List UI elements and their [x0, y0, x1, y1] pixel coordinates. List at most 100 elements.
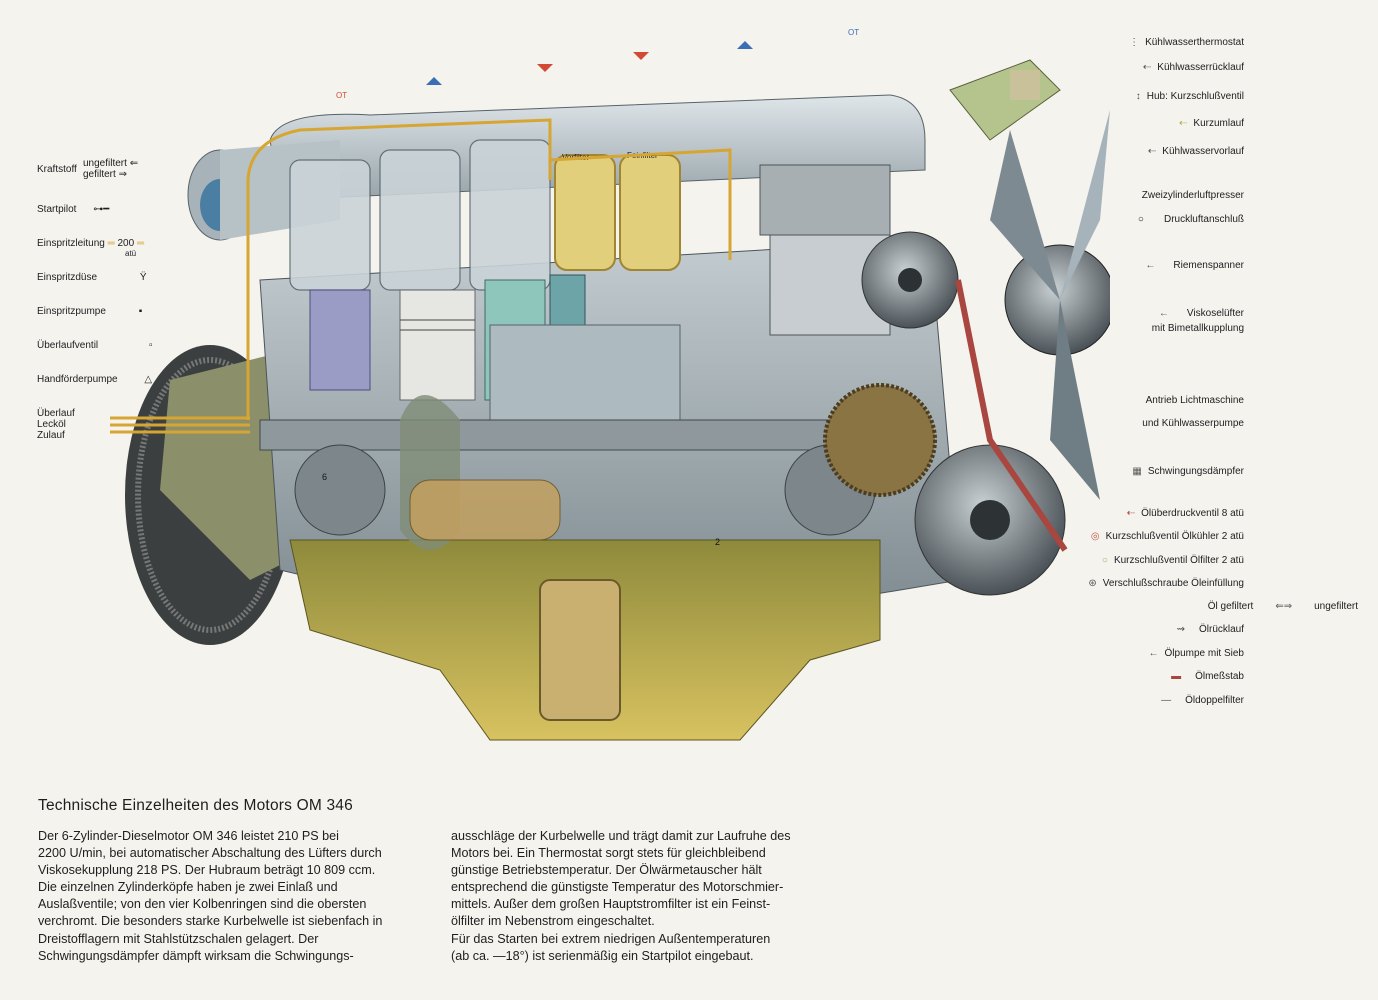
legend-right-item: ▦ Schwingungsdämpfer — [1132, 466, 1244, 477]
thermostat-icon: ⋮ — [1129, 37, 1140, 48]
article-line: entsprechend die günstigste Temperatur d… — [451, 880, 784, 895]
valve-icon: ▫ — [148, 340, 153, 351]
legend-right-label: Ölüberdruckventil 8 atü — [1141, 508, 1244, 519]
arrow-icon: ← — [1158, 308, 1169, 319]
legend-right-label: Kurzschlußventil Ölkühler 2 atü — [1105, 531, 1244, 542]
article-line: Dreistofflagern mit Stahlstützschalen ge… — [38, 931, 319, 946]
fuel-lines — [110, 118, 732, 434]
legend-right-item: ⇠ Kühlwasservorlauf — [1148, 146, 1244, 157]
legend-zulauf: Zulauf — [37, 430, 65, 441]
arrow-icon: ⇠ — [1126, 508, 1136, 519]
legend-right: ⋮ Kühlwasserthermostat ⇠ Kühlwasserrücklau… — [1088, 0, 1378, 720]
filter-icon: — — [1161, 695, 1172, 706]
legend-einspritzpumpe: Einspritzpumpe ▪ — [37, 306, 142, 317]
legend-ungefiltert: ungefiltert ⇐ — [83, 158, 139, 169]
arrow-icon: ⇠ — [1147, 146, 1157, 157]
tdc-label-left: OT — [336, 91, 348, 100]
legend-right-label: ungefiltert — [1314, 601, 1358, 612]
hand-pump-icon: △ — [144, 374, 153, 385]
legend-right-item: mit Bimetallkupplung — [1152, 323, 1244, 334]
legend-right-label: Kühlwasserthermostat — [1145, 37, 1244, 48]
coolant-thermostat — [949, 59, 1061, 141]
legend-right-item: Öl gefiltert⇐⇒ungefiltert — [1208, 601, 1358, 612]
circle-icon: ○ — [1137, 214, 1144, 225]
legend-right-item: ⇠ Ölüberdruckventil 8 atü — [1127, 508, 1244, 519]
legend-right-item: Antrieb Lichtmaschine — [1146, 395, 1244, 406]
startpilot-icon: ⊶━ — [93, 204, 110, 215]
arrow-icon: ← — [1148, 648, 1159, 659]
fuel-filters: Vorfilter Feinfilter — [554, 151, 681, 271]
arrow-icon: ⇠ — [1142, 62, 1152, 73]
legend-right-label: mit Bimetallkupplung — [1151, 323, 1244, 334]
timing-gear — [823, 383, 937, 497]
legend-right-label: Druckluftanschluß — [1163, 214, 1244, 225]
dipstick-icon: ▬ — [1171, 671, 1182, 682]
legend-right-label: Kühlwasserrücklauf — [1157, 62, 1244, 73]
legend-right-label: Öldoppelfilter — [1185, 695, 1244, 706]
legend-right-item: Zweizylinderluftpresser — [1142, 190, 1244, 201]
legend-right-item: ▬Ölmeßstab — [1171, 671, 1244, 682]
legend-right-label: Kühlwasservorlauf — [1162, 146, 1244, 157]
article-line: (ab ca. —18°) ist serienmäßig ein Startp… — [451, 948, 754, 963]
legend-right-label: Schwingungsdämpfer — [1147, 466, 1244, 477]
valve-timing-marker — [537, 64, 553, 72]
legend-right-item: ○ Druckluftanschluß — [1138, 214, 1244, 225]
legend-kraftstoff-label: Kraftstoff — [37, 164, 77, 175]
damper-icon: ▦ — [1132, 466, 1142, 477]
legend-right-label: Ölrücklauf — [1198, 624, 1244, 635]
legend-right-label: Zweizylinderluftpresser — [1141, 190, 1244, 201]
viscous-fan — [990, 110, 1110, 500]
air-compressor — [759, 164, 891, 336]
legend-startpilot-label: Startpilot — [37, 204, 77, 215]
cylinder-6-label: 6 — [322, 472, 327, 482]
legend-right-label: Verschlußschraube Öleinfüllung — [1102, 578, 1244, 589]
cylinder-heads — [289, 139, 551, 291]
article-line: Für das Starten bei extrem niedrigen Auß… — [451, 931, 771, 946]
legend-gefiltert-label: gefiltert — [83, 169, 116, 180]
article-line: Motors bei. Ein Thermostat sorgt stets f… — [451, 846, 766, 861]
arrow-icon: ⇠ — [1179, 118, 1188, 129]
legend-right-item: und Kühlwasserpumpe — [1142, 418, 1244, 429]
legend-einspritzleitung: Einspritzleitung ═ 200 ═ — [37, 238, 144, 249]
article-line: ausschläge der Kurbelwelle und trägt dam… — [451, 829, 791, 843]
article-line: ölfilter im Nebenstrom eingeschaltet. — [451, 914, 655, 929]
valve-timing-marker — [426, 77, 442, 85]
valve-icon: ○ — [1101, 555, 1108, 566]
tdc-label-right: OT — [848, 28, 860, 37]
nozzle-icon: Ÿ — [139, 272, 147, 283]
legend-einspritzleitung-label: Einspritzleitung — [37, 238, 105, 249]
legend-right-item: — Öldoppelfilter — [1161, 695, 1244, 706]
article-line: Schwingungsdämpfer dämpft wirksam die Sc… — [38, 948, 354, 963]
article-line: mittels. Außer dem großen Hauptstromfilt… — [451, 897, 771, 912]
legend-right-item: ⇝ Ölrücklauf — [1177, 624, 1244, 635]
arrow-icon: ← — [1145, 260, 1156, 271]
legend-einspritzpumpe-label: Einspritzpumpe — [37, 306, 106, 317]
injection-pump — [489, 324, 681, 436]
legend-right-item: ⇠ Kühlwasserrücklauf — [1143, 62, 1244, 73]
article-line: günstige Betriebstemperatur. Der Ölwärme… — [451, 863, 762, 878]
article-line: verchromt. Die besonders starke Kurbelwe… — [38, 914, 383, 929]
legend-ueberlaufventil: Überlaufventil ▫ — [37, 340, 152, 351]
legend-leckoel: Lecköl — [37, 419, 66, 430]
legend-right-item: ⋮ Kühlwasserthermostat — [1129, 37, 1244, 48]
article-line: Auslaßventile; von den vier Kolbenringen… — [38, 897, 367, 912]
legend-pressure-unit: atü — [125, 249, 137, 258]
legend-right-label: Hub: Kurzschlußventil — [1146, 91, 1244, 102]
legend-left: Kraftstoff ungefiltert ⇐ gefiltert ⇒ Sta… — [0, 0, 170, 450]
return-icon: ⇝ — [1176, 624, 1185, 635]
legend-handfoerderpumpe-label: Handförderpumpe — [37, 374, 118, 385]
legend-right-item: ◎Kurzschlußventil Ölkühler 2 atü — [1091, 531, 1244, 542]
legend-right-label: Viskoselüfter — [1186, 308, 1244, 319]
legend-right-label: Ölpumpe mit Sieb — [1164, 648, 1244, 659]
article-heading: Technische Einzelheiten des Motors OM 34… — [38, 797, 353, 814]
vibration-damper — [914, 444, 1066, 596]
belt-pulleys — [861, 231, 1068, 552]
legend-einspritzduese-label: Einspritzdüse — [37, 272, 98, 283]
legend-right-item: ↕Hub: Kurzschlußventil — [1136, 91, 1244, 102]
article-line: Viskosekupplung 218 PS. Der Hubraum betr… — [38, 863, 376, 878]
article-line: Die einzelnen Zylinderköpfe haben je zwe… — [38, 880, 338, 895]
pump-icon: ▪ — [138, 306, 143, 317]
article-column-1: Der 6-Zylinder-Dieselmotor OM 346 leiste… — [38, 828, 382, 965]
legend-right-item: ← Viskoselüfter — [1159, 308, 1244, 319]
legend-gefiltert: gefiltert ⇒ — [83, 169, 127, 180]
